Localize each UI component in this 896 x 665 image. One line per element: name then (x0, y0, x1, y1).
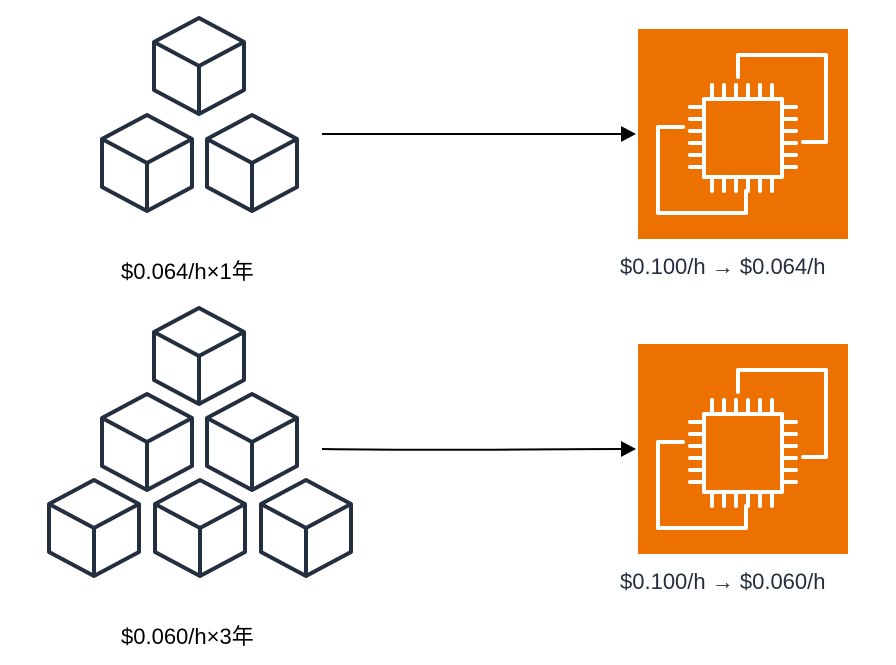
arrow-2 (321, 441, 636, 457)
ec2-instance-icon (636, 27, 850, 241)
price-change-label-1yr: $0.100/h → $0.064/h (620, 254, 826, 279)
cubes-three-icon (100, 16, 299, 213)
cubes-six-icon (47, 306, 353, 578)
commitment-label-1yr: $0.064/h×1年 (121, 259, 254, 284)
arrow-1 (322, 126, 636, 142)
price-change-label-3yr: $0.100/h → $0.060/h (620, 569, 826, 594)
ec2-instance-icon (636, 342, 850, 556)
commitment-label-3yr: $0.060/h×3年 (121, 624, 254, 649)
